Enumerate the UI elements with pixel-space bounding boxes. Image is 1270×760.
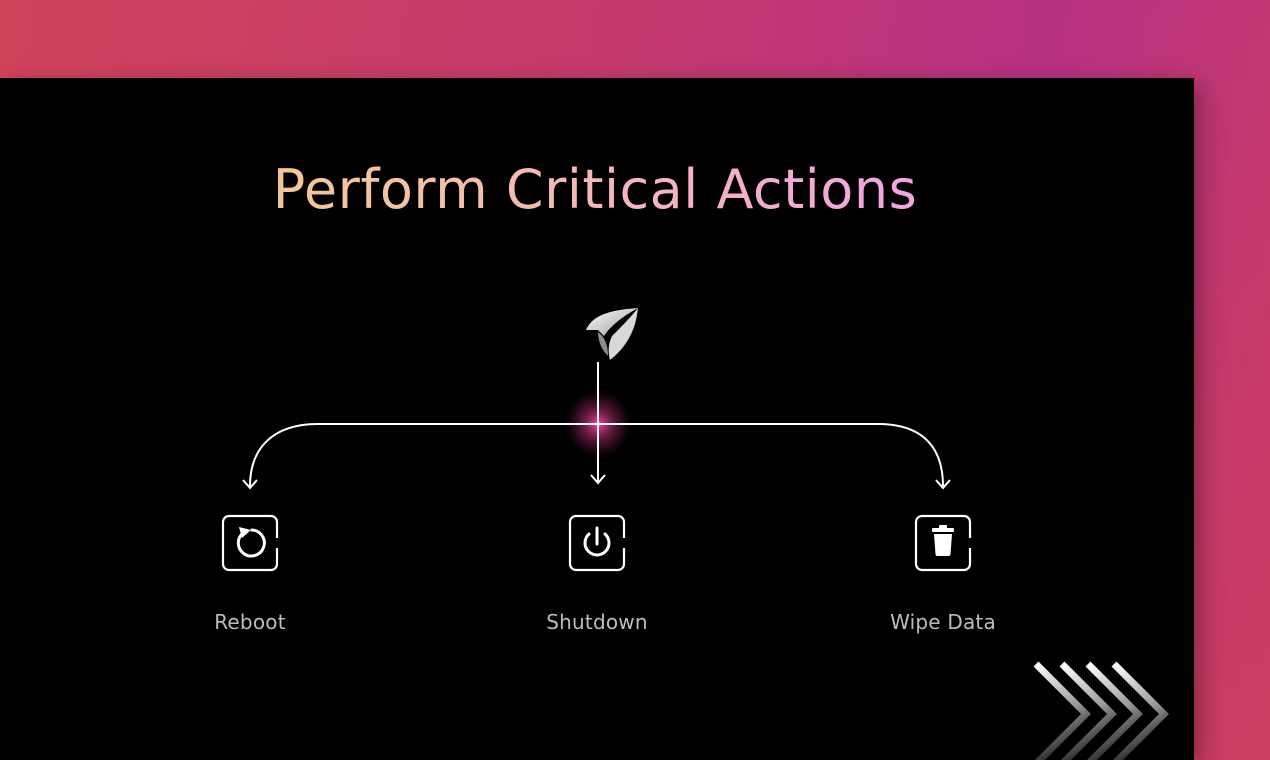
action-connector-lines (242, 362, 951, 490)
shutdown-label: Shutdown (546, 610, 648, 634)
page-title: Perform Critical Actions (0, 158, 1190, 222)
shutdown-button[interactable] (568, 514, 626, 572)
reboot-arrowhead (242, 479, 258, 490)
power-icon (568, 514, 626, 572)
reboot-label: Reboot (214, 610, 286, 634)
reboot-icon (221, 514, 279, 572)
branch-line (249, 423, 944, 487)
wipe-arrowhead (935, 479, 951, 490)
wipe-data-label: Wipe Data (890, 610, 996, 634)
main-panel: Perform Critical Actions (0, 78, 1194, 760)
trash-icon (914, 514, 972, 572)
reboot-button[interactable] (221, 514, 279, 572)
wipe-data-button[interactable] (914, 514, 972, 572)
shutdown-arrowhead (590, 474, 606, 485)
paper-plane-logo-icon (584, 306, 642, 362)
chevrons-icon (1033, 661, 1169, 760)
